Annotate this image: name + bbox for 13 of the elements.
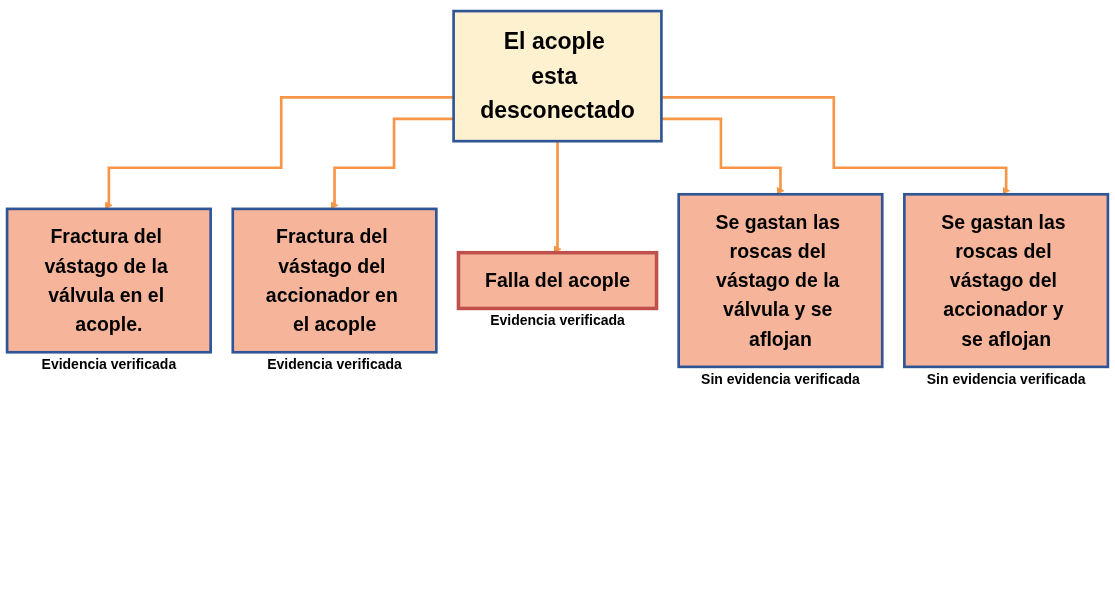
evidence-note: Sin evidencia verificada (926, 370, 1086, 387)
node-box: Se gastan las roscas del vástago del accionador y se aflojan (903, 192, 1110, 369)
node-box: El acople esta desconectado (452, 9, 663, 143)
evidence-note: Evidencia verificada (41, 356, 177, 373)
node-box: Falla del acople (456, 250, 659, 311)
node-box: Fractura del vástago de la válvula en el acople. (5, 207, 212, 354)
arrow (661, 96, 1011, 195)
evidence-note: Sin evidencia verificada (701, 370, 860, 387)
evidence-note: Evidencia verificada (267, 356, 402, 373)
evidence-note: Evidencia verificada (490, 312, 625, 329)
node-box: Fractura del vástago del accionador en el acople (231, 207, 438, 354)
arrow (661, 117, 785, 195)
node-box: Se gastan las roscas del vástago de la válvula y se aflojan (677, 192, 884, 369)
